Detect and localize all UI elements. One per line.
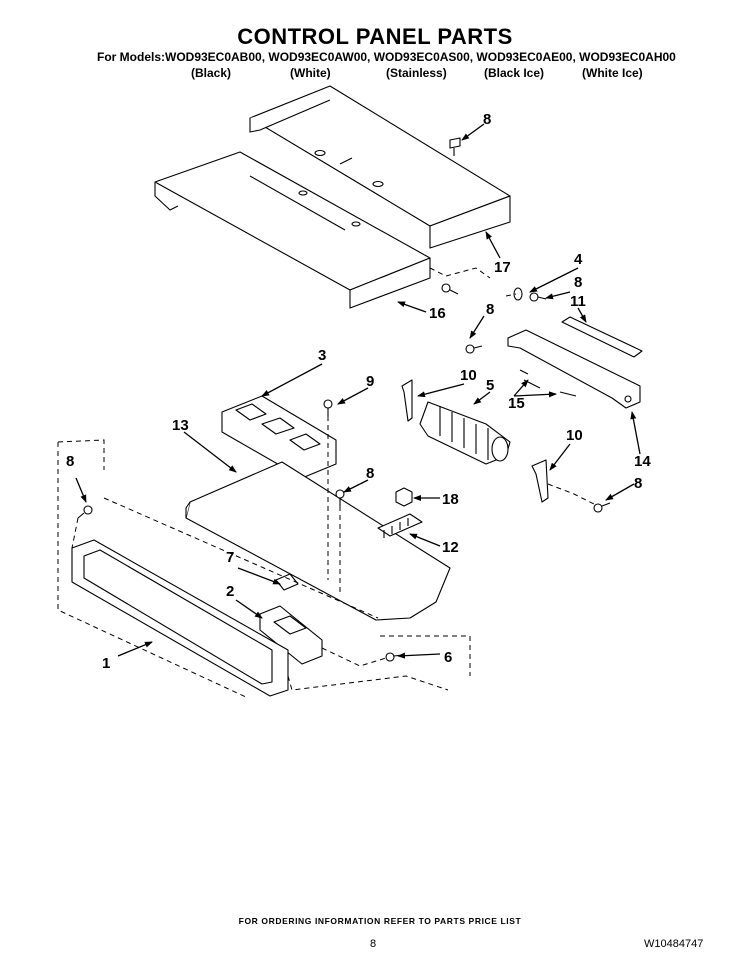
part-13-base-plate xyxy=(185,461,451,621)
callout-14: 14 xyxy=(634,453,651,470)
callout-12: 12 xyxy=(442,539,459,556)
document-number: W10484747 xyxy=(644,938,704,950)
callout-8: 8 xyxy=(366,465,374,482)
screw-8-top xyxy=(449,137,461,156)
part-17-top-panel xyxy=(249,85,511,249)
screw-6 xyxy=(385,652,403,662)
callout-8: 8 xyxy=(66,453,74,470)
page-number: 8 xyxy=(370,938,377,950)
callout-10: 10 xyxy=(460,367,477,384)
part-16-lower-panel xyxy=(154,151,431,309)
callout-numbers: 8 17 4 8 11 8 16 3 9 10 5 15 13 10 14 8 … xyxy=(66,111,651,672)
part-11-trim-strip xyxy=(561,316,643,358)
part-5-blower xyxy=(419,401,511,465)
part-1-control-panel-front xyxy=(71,539,289,697)
screw-8-mid xyxy=(441,283,459,295)
assembly-guides xyxy=(57,267,595,699)
callout-10: 10 xyxy=(566,427,583,444)
callout-8: 8 xyxy=(483,111,491,128)
callout-5: 5 xyxy=(486,377,494,394)
callout-16: 16 xyxy=(429,305,446,322)
part-10-lower-bracket xyxy=(531,459,549,503)
leader-arrows xyxy=(75,123,641,659)
callout-8: 8 xyxy=(634,475,642,492)
callout-11: 11 xyxy=(570,293,586,310)
callout-17: 17 xyxy=(494,259,511,276)
part-12-terminal-block xyxy=(377,513,423,538)
part-10-upper-bracket xyxy=(401,379,413,422)
part-2-ui-board xyxy=(259,605,323,665)
screw-8-left xyxy=(77,505,93,519)
ordering-footer: FOR ORDERING INFORMATION REFER TO PARTS … xyxy=(238,916,522,926)
page-title: CONTROL PANEL PARTS xyxy=(237,24,513,49)
callout-13: 13 xyxy=(172,417,189,434)
callout-7: 7 xyxy=(226,549,234,566)
washer-4 xyxy=(513,287,523,301)
callout-15: 15 xyxy=(508,395,525,412)
callout-2: 2 xyxy=(226,583,234,600)
variant-label-stainless: (Stainless) xyxy=(386,66,447,80)
screw-8-bracket xyxy=(465,344,483,354)
callout-8: 8 xyxy=(486,301,494,318)
variant-label-black: (Black) xyxy=(191,66,232,80)
callout-8: 8 xyxy=(574,274,582,291)
callout-9: 9 xyxy=(366,373,374,390)
part-18-nut xyxy=(395,487,413,507)
callout-4: 4 xyxy=(574,251,583,268)
variant-label-white: (White) xyxy=(290,66,331,80)
variant-label-white-ice: (White Ice) xyxy=(582,66,643,80)
variant-label-black-ice: (Black Ice) xyxy=(484,66,545,80)
part-7-clip xyxy=(275,573,299,591)
screw-8-right xyxy=(529,292,547,302)
part-14-bracket xyxy=(507,329,641,409)
screw-8-lower-right xyxy=(593,502,611,513)
models-line: For Models:WOD93EC0AB00, WOD93EC0AW00, W… xyxy=(97,50,676,64)
callout-18: 18 xyxy=(442,491,459,508)
screw-9 xyxy=(323,399,333,416)
callout-1: 1 xyxy=(102,655,110,672)
variant-labels: (Black) (White) (Stainless) (Black Ice) … xyxy=(0,66,750,82)
screw-8-board xyxy=(335,489,345,506)
callout-3: 3 xyxy=(318,347,326,364)
callout-6: 6 xyxy=(444,649,452,666)
